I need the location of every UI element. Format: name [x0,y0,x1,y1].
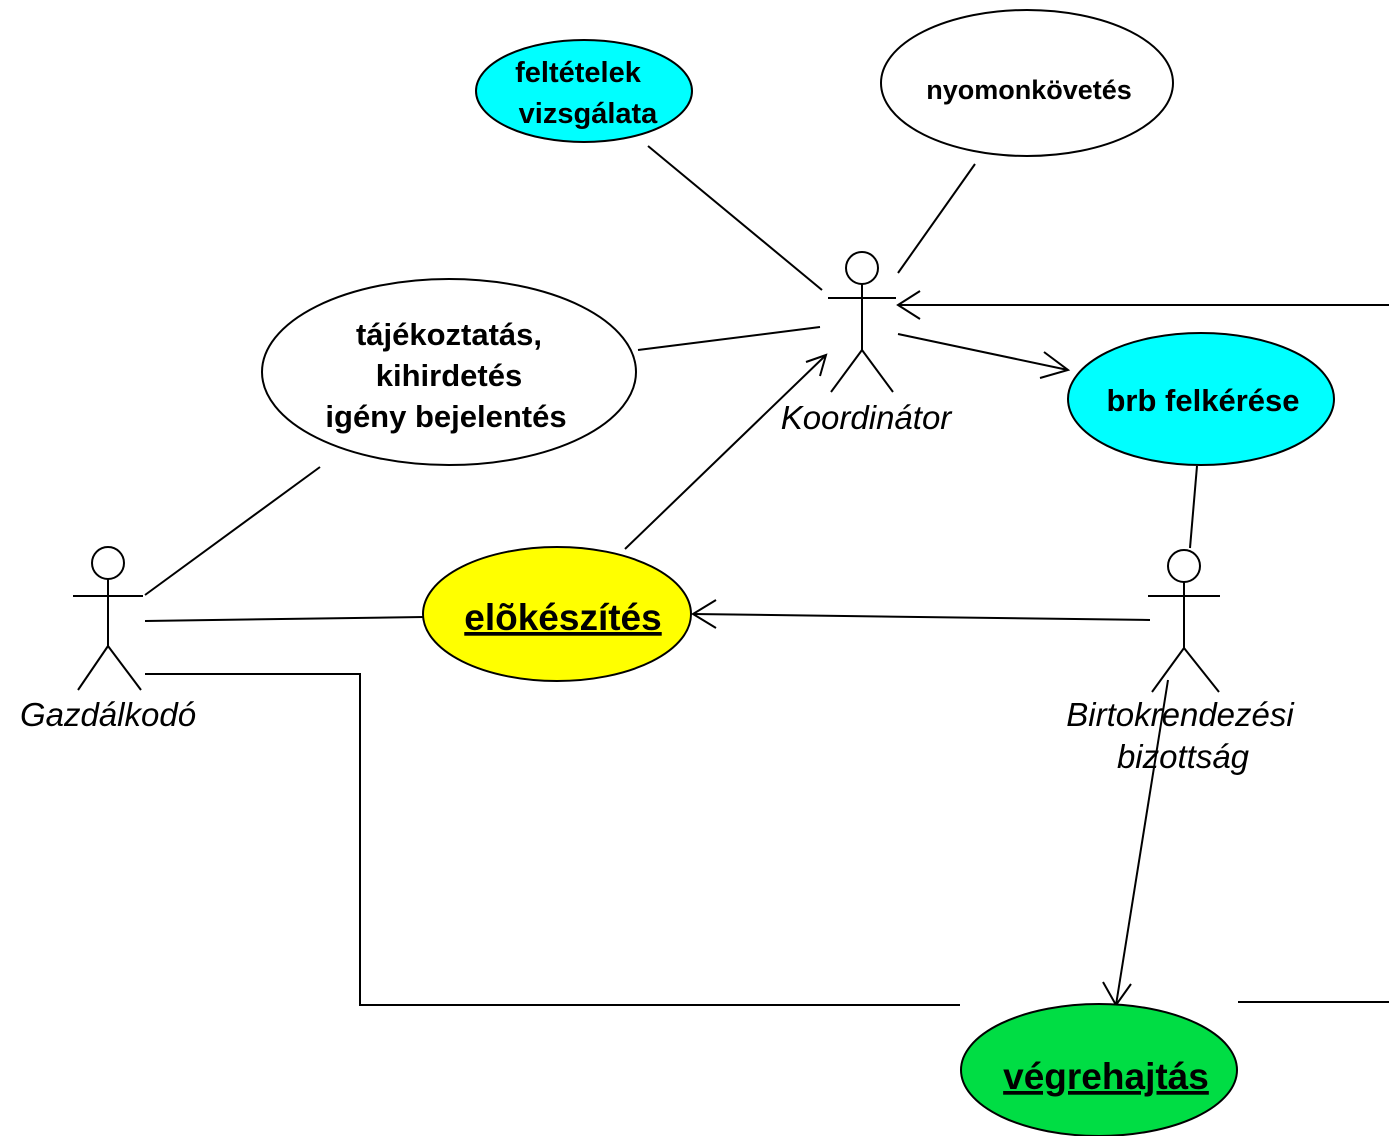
link-nyomonkovetes-koordinator [897,163,976,274]
arrow-elokeszites-koordinator [624,354,827,550]
link-feltetelek-koordinator [647,145,823,291]
use-case-tajekoztatas-line2: kihirdetés [376,358,522,393]
use-case-feltetelek-line2: vizsgálata [519,98,658,130]
actor-birtok-label-line2: bizottság [1117,738,1250,775]
actor-birtok[interactable]: Birtokrendezési bizottság [1066,549,1295,775]
use-case-tajekoztatas-line3: igény bejelentés [325,399,566,434]
use-case-tajekoztatas[interactable]: tájékoztatás, kihirdetés igény bejelenté… [261,278,637,466]
use-case-vegrehajtas[interactable]: végrehajtás [960,1003,1238,1136]
actor-birtok-figure [1148,549,1220,693]
link-gazdalkodo-elokeszites [144,616,425,622]
use-case-nyomonkovetes[interactable]: nyomonkövetés [880,9,1174,157]
use-case-elokeszites[interactable]: elõkészítés [422,546,692,682]
actor-gazdalkodo[interactable]: Gazdálkodó [20,546,196,733]
use-case-nyomonkovetes-ellipse [880,9,1174,157]
use-case-brb[interactable]: brb felkérése [1067,332,1335,466]
use-case-tajekoztatas-line1: tájékoztatás, [356,317,542,352]
arrowhead-elokeszites [691,599,717,629]
arrow-birtok-vegrehajtas [1115,679,1169,1006]
actor-gazdalkodo-figure [73,546,143,691]
use-case-vegrehajtas-ellipse [960,1003,1238,1136]
use-case-feltetelek[interactable]: feltételek vizsgálata [475,39,693,143]
actor-birtok-label-line1: Birtokrendezési [1066,696,1295,733]
link-tajekoztatas-gazdalkodo [144,466,321,596]
use-case-feltetelek-line1: feltételek [515,57,642,89]
arrowhead-brb [1039,351,1071,379]
connectors [144,145,1389,1007]
actor-koordinator[interactable]: Koordinátor [781,251,954,436]
arrow-koordinator-brb [897,333,1069,371]
use-case-tajekoztatas-ellipse [261,278,637,466]
use-case-brb-ellipse [1067,332,1335,466]
link-gazdalkodo-vegrehajtas [145,673,960,1006]
actor-gazdalkodo-label: Gazdálkodó [20,696,196,733]
use-case-vegrehajtas-line1: végrehajtás [1003,1056,1209,1097]
link-tajekoztatas-koordinator [637,326,821,351]
link-brb-birtok [1189,465,1198,549]
use-case-brb-line1: brb felkérése [1107,383,1300,418]
use-case-nyomonkovetes-line1: nyomonkövetés [926,75,1132,105]
arrowhead-koordinator-up [805,353,828,377]
use-case-elokeszites-ellipse [422,546,692,682]
arrowhead-koordinator-right [896,290,921,320]
use-case-feltetelek-ellipse [475,39,693,143]
arrow-birtok-elokeszites [692,613,1151,621]
use-case-elokeszites-line1: elõkészítés [464,597,661,638]
actor-koordinator-figure [828,251,896,393]
actor-koordinator-label: Koordinátor [781,399,954,436]
